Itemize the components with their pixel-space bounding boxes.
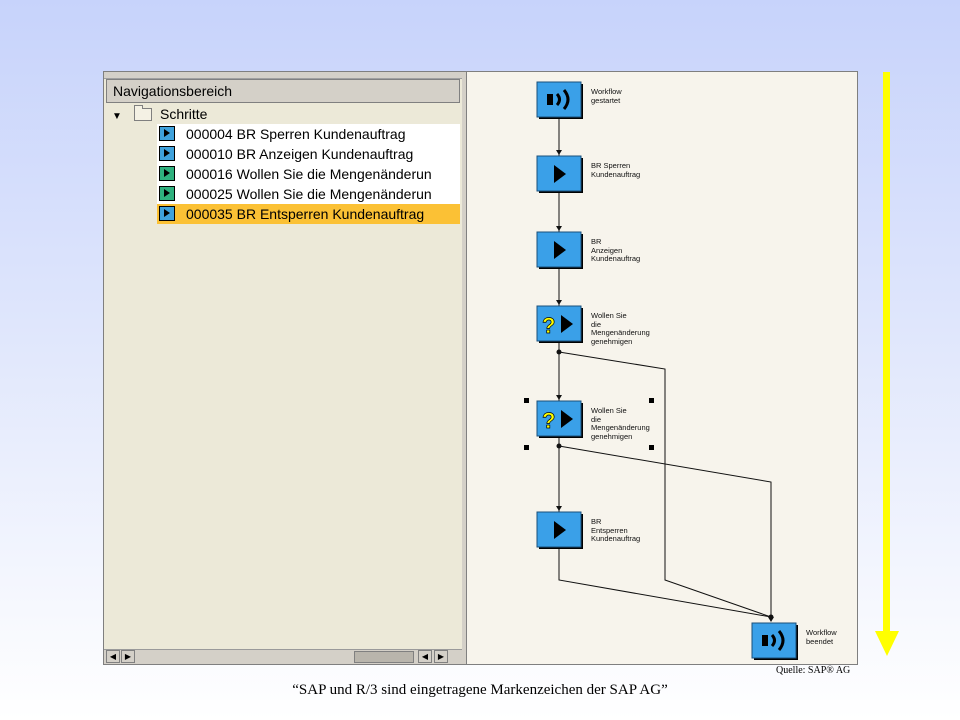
connector-line (558, 445, 772, 617)
tree-step-000025[interactable]: 000025 Wollen Sie die Mengenänderun (157, 184, 460, 204)
scroll-right-icon[interactable]: ▶ (434, 650, 448, 663)
tree-step-000010[interactable]: 000010 BR Anzeigen Kundenauftrag (157, 144, 460, 164)
folder-icon (134, 105, 152, 121)
node-label: Wollen Sie die Mengenänderung genehmigen (591, 406, 650, 441)
sound-wave-icon (562, 89, 570, 110)
decision-step-icon (159, 186, 175, 201)
play-icon (554, 165, 566, 183)
node-label: BR Anzeigen Kundenauftrag (591, 237, 641, 263)
horizontal-scrollbar[interactable]: ◀ ▶ ◀ ▶ (104, 649, 462, 664)
sound-wave-icon (770, 633, 776, 648)
step-label: 000010 BR Anzeigen Kundenauftrag (186, 146, 414, 162)
tree-step-000004[interactable]: 000004 BR Sperren Kundenauftrag (157, 124, 460, 144)
navigation-header: Navigationsbereich (106, 79, 460, 103)
node-label: BR Sperren Kundenauftrag (591, 161, 641, 179)
flow-direction-arrow (875, 72, 899, 656)
play-icon (561, 315, 573, 333)
arrowhead (556, 300, 562, 305)
tree-step-000035[interactable]: 000035 BR Entsperren Kundenauftrag (157, 204, 460, 224)
selection-handle (524, 445, 529, 450)
source-note: Quelle: SAP® AG (776, 665, 851, 676)
panel-toolbar-strip (104, 72, 462, 79)
arrowhead (556, 226, 562, 231)
workflow-graph: ?? (524, 81, 798, 660)
decision-step-icon (159, 166, 175, 181)
step-label: 000016 Wollen Sie die Mengenänderun (186, 166, 432, 182)
arrowhead (556, 150, 562, 155)
step-label: 000025 Wollen Sie die Mengenänderun (186, 186, 432, 202)
trademark-footer: “SAP und R/3 sind eingetragene Markenzei… (292, 682, 668, 698)
sap-workflow-window: Navigationsbereich ▼ Schritte 000004 BR … (104, 72, 857, 664)
step-label: 000035 BR Entsperren Kundenauftrag (186, 206, 425, 222)
connector-line (558, 351, 772, 618)
play-step-icon (159, 206, 175, 221)
arrowhead (768, 617, 774, 622)
junction-dot (556, 349, 562, 355)
scroll-left-icon[interactable]: ◀ (106, 650, 120, 663)
decision-node (536, 400, 582, 437)
selection-handle (649, 445, 654, 450)
step-list: 000004 BR Sperren Kundenauftrag 000010 B… (157, 124, 460, 224)
play-step-icon (159, 126, 175, 141)
sound-wave-icon (555, 92, 561, 107)
navigation-panel: Navigationsbereich ▼ Schritte 000004 BR … (104, 72, 463, 664)
scroll-right-icon[interactable]: ▶ (121, 650, 135, 663)
arrowhead (556, 506, 562, 511)
node-label: Workflow gestartet (591, 87, 622, 105)
junction-dot (556, 443, 562, 449)
workflow-graph-panel: ?? Workflow gestartet BR Sperren Kundenau… (467, 72, 857, 664)
scroll-thumb[interactable] (354, 651, 414, 663)
speaker-icon (762, 635, 768, 646)
play-icon (561, 410, 573, 428)
tree-root-schritte[interactable]: ▼ Schritte (106, 104, 460, 124)
node-label: Wollen Sie die Mengenänderung genehmigen (591, 311, 650, 346)
tree-root-label: Schritte (160, 106, 208, 122)
play-step-icon (159, 146, 175, 161)
play-icon (554, 521, 566, 539)
step-label: 000004 BR Sperren Kundenauftrag (186, 126, 406, 142)
play-icon (554, 241, 566, 259)
question-icon: ? (542, 408, 555, 433)
selection-handle (649, 398, 654, 403)
node-label: BR Entsperren Kundenauftrag (591, 517, 641, 543)
panel-splitter[interactable] (462, 72, 467, 664)
decision-node (536, 305, 582, 342)
arrowhead (556, 395, 562, 400)
tree-step-000016[interactable]: 000016 Wollen Sie die Mengenänderun (157, 164, 460, 184)
node-label: Workflow beendet (806, 628, 837, 646)
chevron-down-icon[interactable]: ▼ (112, 111, 122, 122)
speaker-icon (547, 94, 553, 105)
scroll-left-icon[interactable]: ◀ (418, 650, 432, 663)
question-icon: ? (542, 313, 555, 338)
selection-handle (524, 398, 529, 403)
connector-line (558, 547, 772, 618)
sound-wave-icon (777, 630, 785, 651)
